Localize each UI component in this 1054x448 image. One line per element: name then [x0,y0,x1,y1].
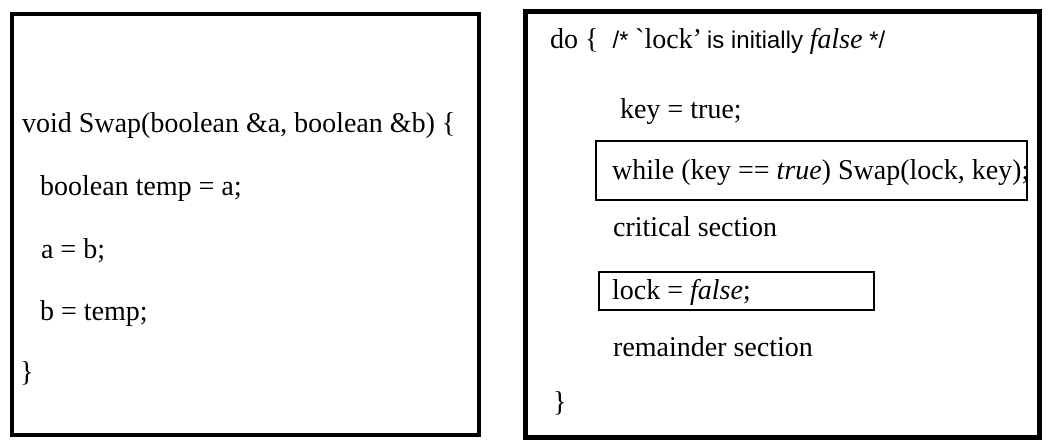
swap-a-assign-line: a = b; [41,234,105,265]
lock-false-box: lock = false; [598,271,875,311]
lock-false-line: lock = false; [612,275,751,306]
critical-section-line: critical section [613,212,778,243]
mutual-exclusion-box: do { /* `lock’ is initially false */ key… [523,9,1042,440]
swap-definition-box: void Swap(boolean &a, boolean &b) { bool… [10,12,481,437]
swap-temp-line: boolean temp = a; [40,171,242,202]
do-loop-line: do { /* `lock’ is initially false */ [550,24,886,55]
remainder-section-line: remainder section [613,332,813,363]
swap-closing-brace: } [20,357,34,388]
while-swap-box: while (key == true) Swap(lock, key); [595,140,1030,201]
while-swap-line: while (key == true) Swap(lock, key); [612,154,1030,186]
key-true-line: key = true; [620,94,742,125]
swap-b-assign-line: b = temp; [40,296,148,327]
do-closing-brace: } [553,387,567,418]
swap-signature-line: void Swap(boolean &a, boolean &b) { [22,108,456,139]
